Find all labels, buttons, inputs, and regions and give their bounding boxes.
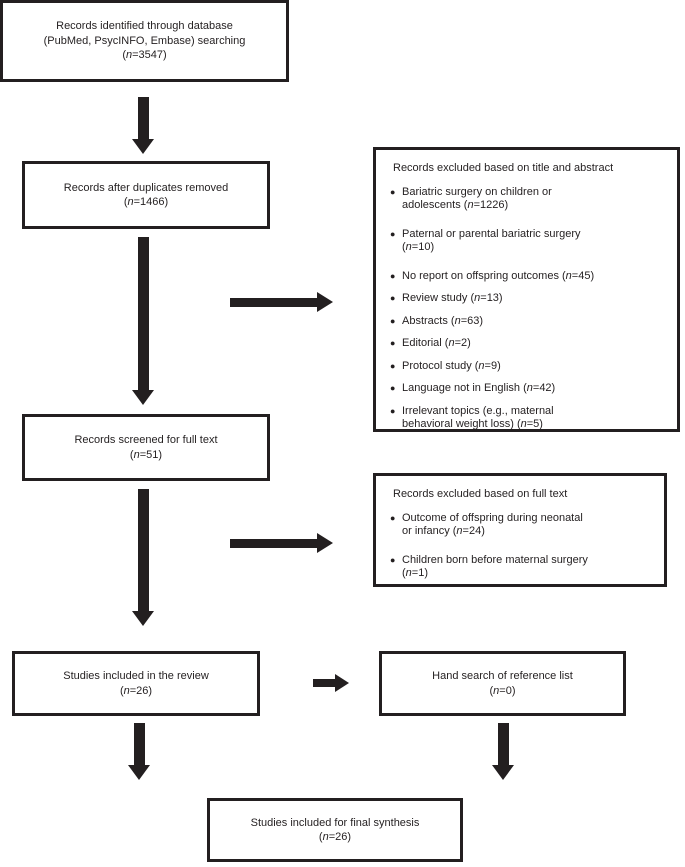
arrow-head-down-icon [492,765,514,780]
arrow-right-to-excluded-title-abstract [230,292,333,312]
arrow-down-duplicates-to-screened [132,237,154,405]
arrow-down-screened-to-review [132,489,154,626]
arrow-head-right-icon [335,674,349,692]
arrow-head-down-icon [128,765,150,780]
list-item-text: No report on offspring outcomes (n=45) [402,269,595,282]
list-item-text: Protocol study (n=9) [402,359,501,372]
bullet-icon: ● [390,270,396,281]
arrow-shaft [230,538,317,548]
arrow-head-right-icon [317,533,333,553]
bullet-icon: ● [390,293,396,303]
list-item: ● Paternal or parental bariatric surgery… [390,228,667,255]
bullet-icon: ● [390,405,396,416]
list-item: ● Review study (n=13) [390,292,667,306]
list-item: ● Language not in English (n=42) [390,382,667,396]
box-records-identified: Records identified through database(PubM… [0,0,289,82]
list-item-text: Paternal or parental bariatric surgery(n… [402,227,581,254]
list-item: ● No report on offspring outcomes (n=45) [390,270,667,284]
box-records-identified-label: Records identified through database(PubM… [43,20,246,62]
bullet-icon: ● [390,383,396,393]
bullet-icon: ● [390,360,396,371]
box-final-synthesis: Studies included for final synthesis(n=2… [207,798,463,862]
list-item-text: Review study (n=13) [402,292,503,304]
arrow-shaft [137,97,149,139]
arrow-right-review-to-handsearch [313,674,349,692]
bullet-icon: ● [390,228,396,239]
box-duplicates-removed: Records after duplicates removed(n=1466) [22,161,270,229]
arrow-shaft [497,723,509,765]
arrow-head-down-icon [132,390,154,405]
box-included-review: Studies included in the review(n=26) [12,651,260,716]
bullet-icon: ● [390,512,396,523]
box-screened-full-text: Records screened for full text(n=51) [22,414,270,481]
arrow-right-to-excluded-full-text [230,533,333,553]
arrow-shaft [313,679,335,687]
list-item: ● Editorial (n=2) [390,337,667,351]
arrow-down-review-to-final [128,723,150,780]
arrow-shaft [137,237,149,390]
list-item: ● Protocol study (n=9) [390,360,667,374]
box-hand-search: Hand search of reference list(n=0) [379,651,626,716]
bullet-icon: ● [390,186,396,197]
arrow-down-identified-to-duplicates [132,97,154,154]
bullet-icon: ● [390,338,396,348]
list-item-text: Editorial (n=2) [402,337,471,349]
box-final-synthesis-label: Studies included for final synthesis(n=2… [250,816,420,844]
box-excluded-full-text: Records excluded based on full text ● Ou… [373,473,667,587]
box-included-review-label: Studies included in the review(n=26) [63,670,209,697]
arrow-head-down-icon [132,139,154,154]
arrow-head-right-icon [317,292,333,312]
bullet-icon: ● [390,554,396,565]
list-item: ● Children born before maternal surgery(… [390,554,654,581]
list-item-text: Language not in English (n=42) [402,382,556,394]
list-item-text: Children born before maternal surgery(n=… [402,553,588,580]
excluded-full-text-heading: Records excluded based on full text [393,488,568,500]
arrow-shaft [230,297,317,307]
arrow-shaft [137,489,149,611]
box-duplicates-removed-label: Records after duplicates removed(n=1466) [63,181,229,209]
arrow-shaft [133,723,145,765]
excluded-title-abstract-heading: Records excluded based on title and abst… [393,162,614,174]
box-excluded-title-abstract: Records excluded based on title and abst… [373,147,680,432]
list-item: ● Abstracts (n=63) [390,315,667,329]
arrow-down-handsearch-to-final [492,723,514,780]
bullet-icon: ● [390,315,396,326]
box-screened-full-text-label: Records screened for full text(n=51) [74,434,218,461]
box-hand-search-label: Hand search of reference list(n=0) [432,670,573,697]
arrow-head-down-icon [132,611,154,626]
list-item-text: Abstracts (n=63) [402,314,484,327]
